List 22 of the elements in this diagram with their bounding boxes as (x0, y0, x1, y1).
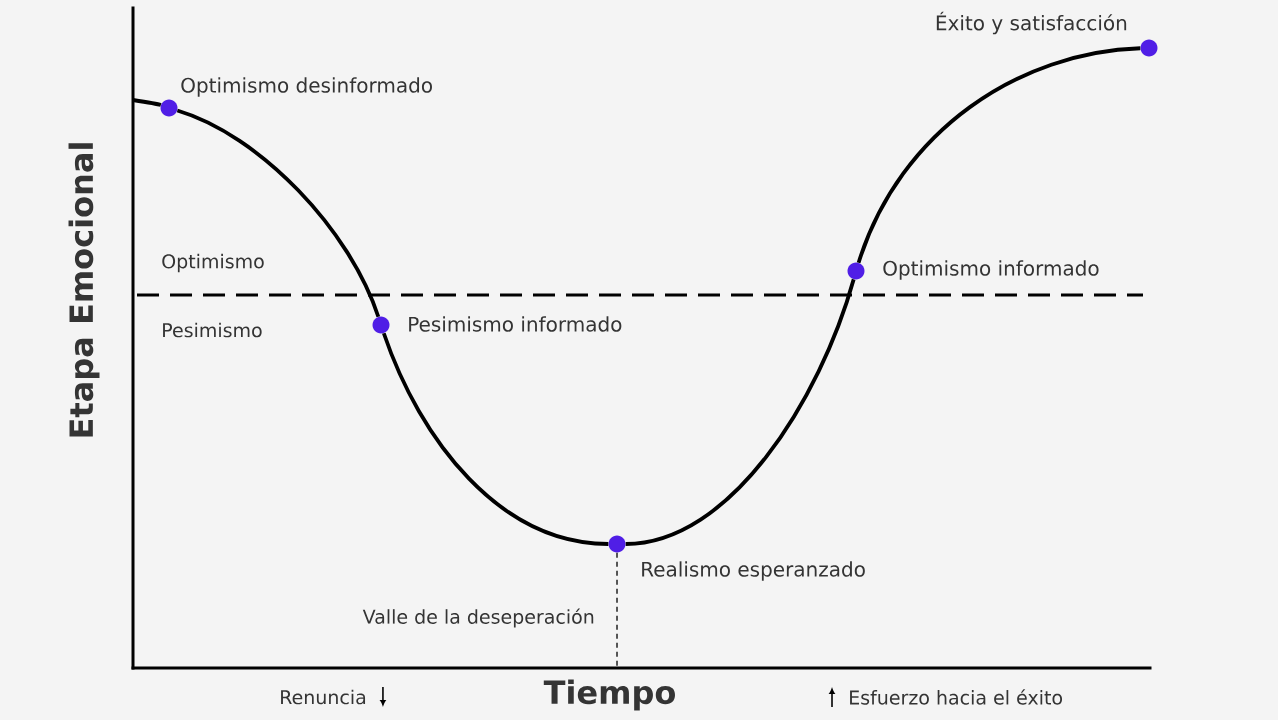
curve-segment (382, 332, 609, 546)
valley-label: Valle de la deseperación (362, 608, 594, 628)
point-label: Optimismo informado (883, 260, 1099, 280)
point-marker (1140, 39, 1158, 57)
point-label: Realismo esperanzado (642, 561, 865, 581)
point-marker (608, 535, 626, 553)
point-label: Optimismo desinformado (181, 77, 432, 97)
point-marker (372, 316, 390, 334)
point-label: Pesimismo informado (409, 316, 622, 332)
point-label: Éxito y satisfacción (936, 11, 1127, 35)
curve-segment (176, 108, 381, 318)
outcome-label: Renuncia (281, 689, 366, 705)
axis-title: Etapa Emocional (68, 143, 100, 437)
curve-segment (856, 46, 1141, 264)
outcome-label: Esfuerzo hacia el éxito (850, 689, 1063, 705)
axis-title: Tiempo (543, 679, 675, 711)
point-marker (160, 99, 178, 117)
point-marker (847, 262, 865, 280)
region-label: Pesimismo (163, 322, 262, 338)
curve-segment (132, 98, 162, 107)
region-label: Optimismo (162, 253, 264, 273)
curve-segment (625, 278, 856, 546)
